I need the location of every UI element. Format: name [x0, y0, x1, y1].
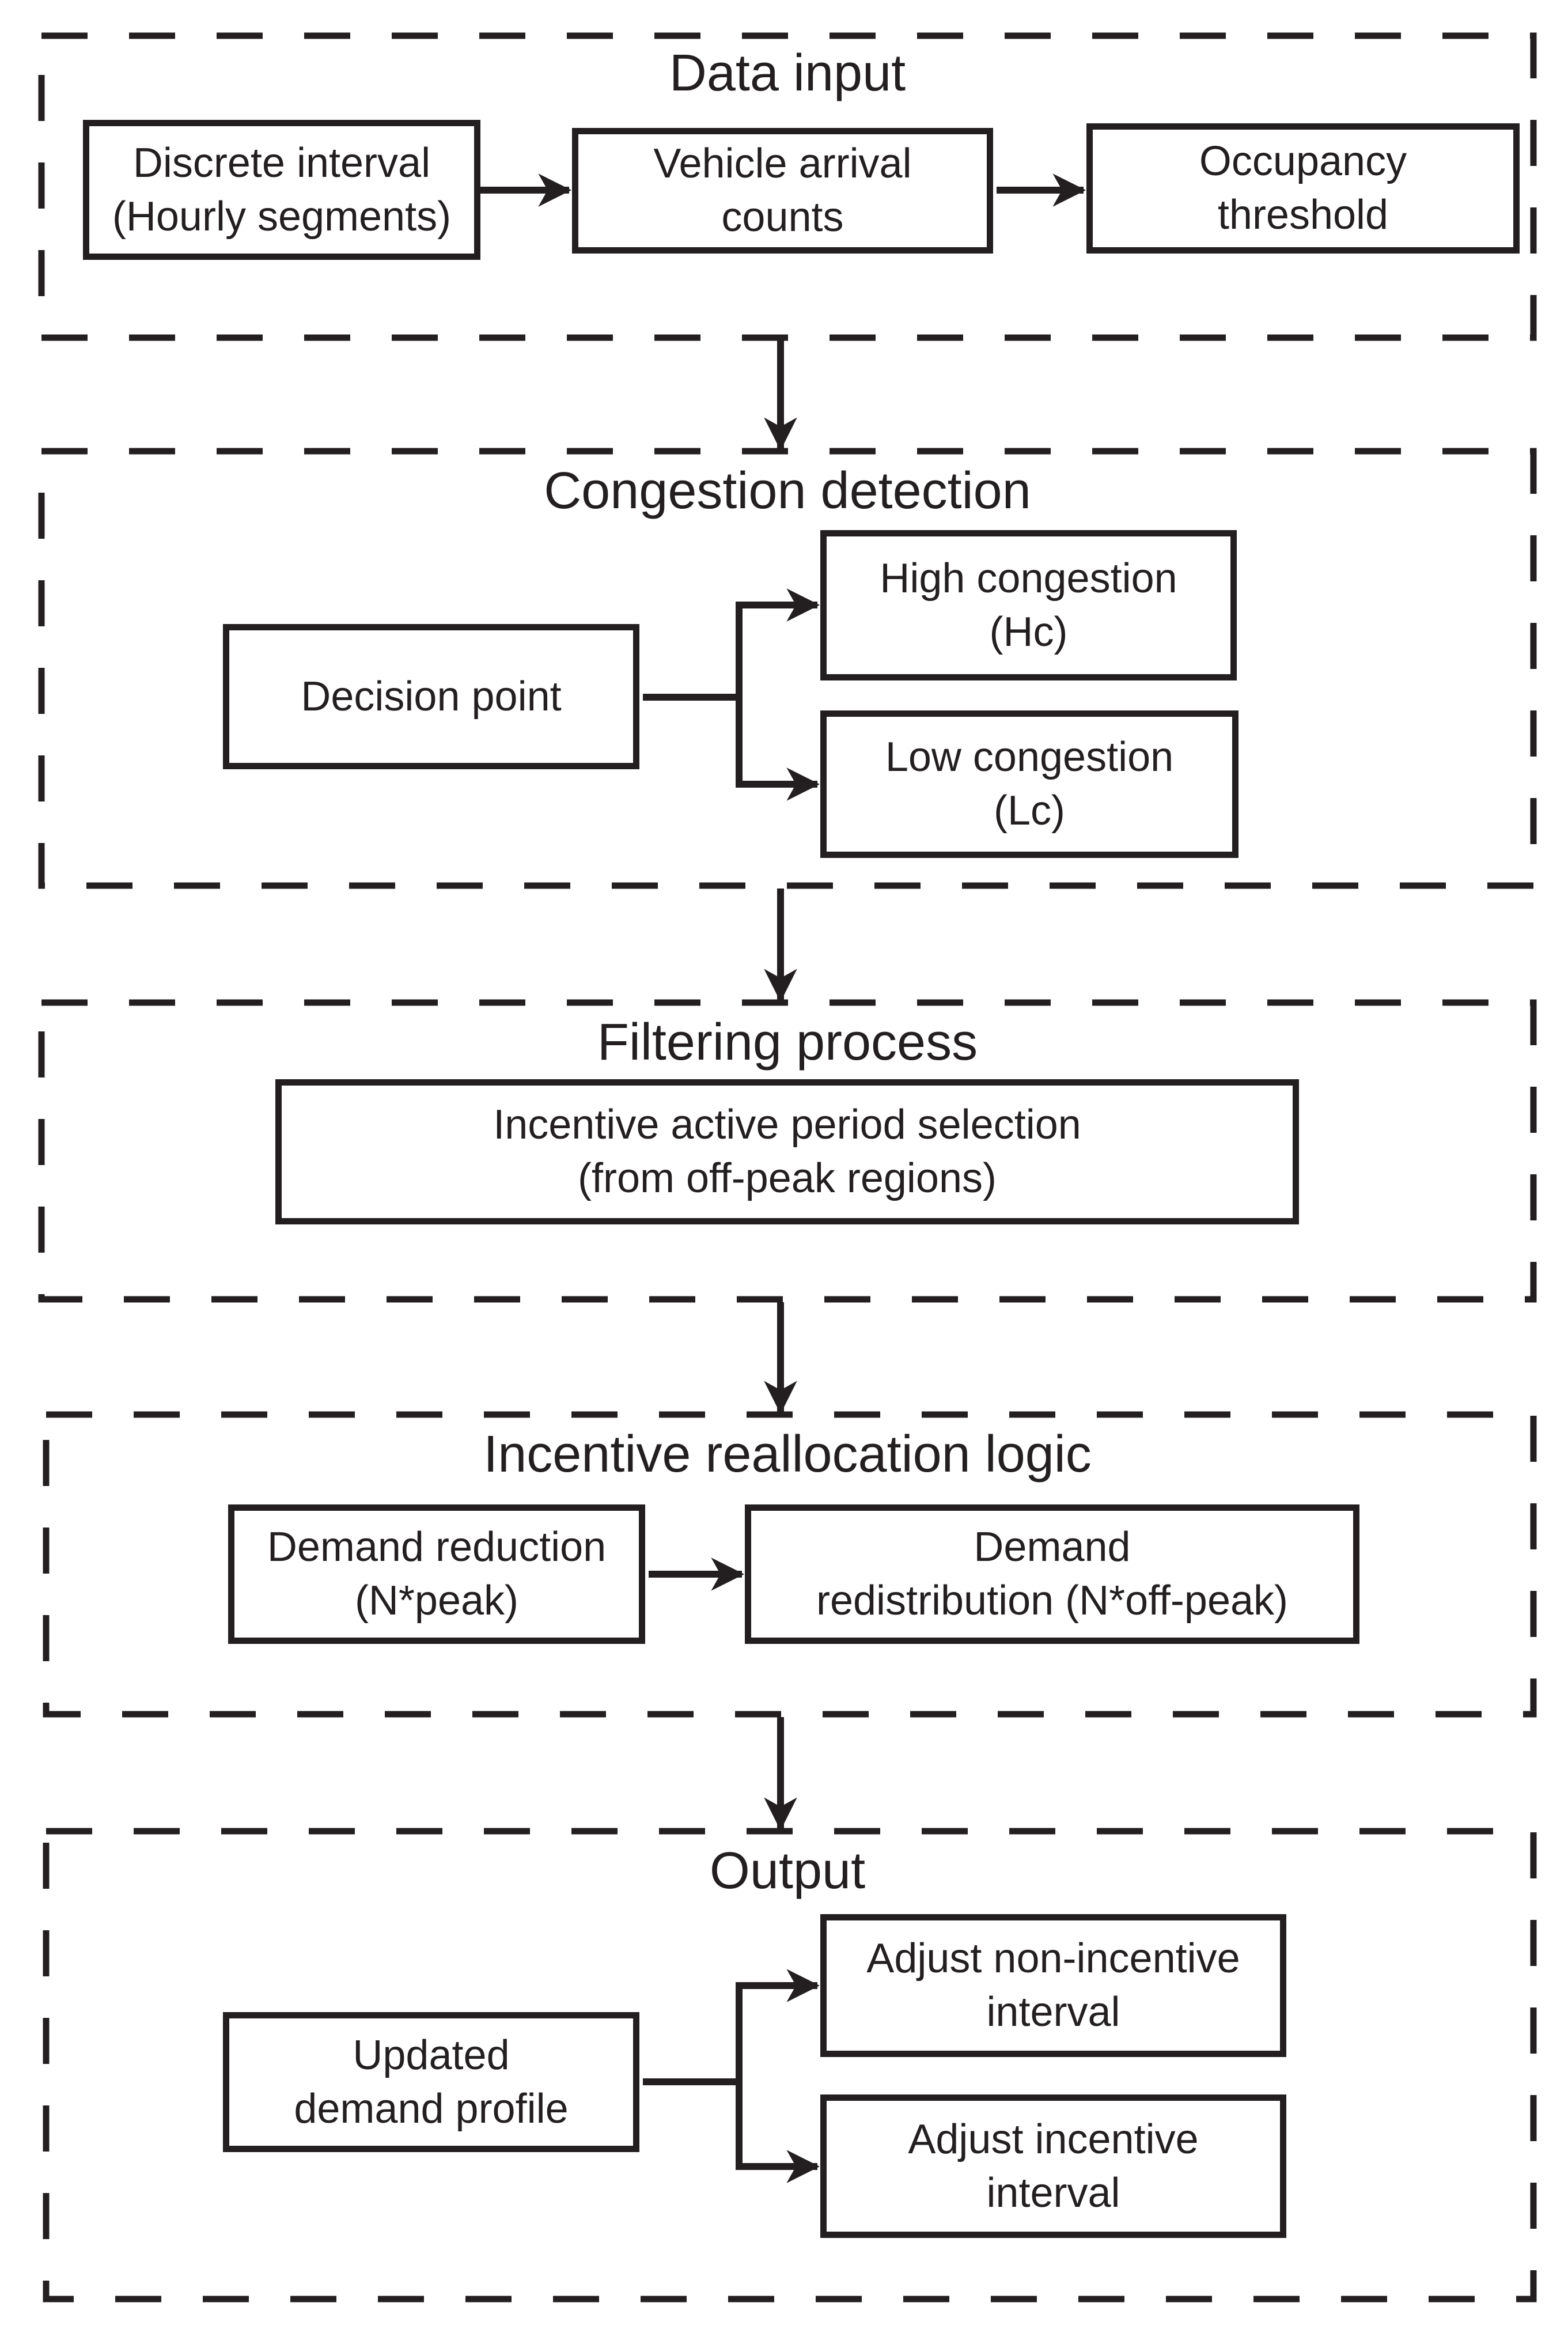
arrow-decision-to-low	[736, 697, 820, 801]
section-title-data-input: Data input	[669, 44, 906, 102]
box-incentive-active-period-selection: Incentive active period selection (from …	[275, 1079, 1299, 1224]
box-text-line: Adjust incentive	[908, 2116, 1199, 2162]
box-text-line: (Lc)	[994, 788, 1065, 834]
box-text-line: interval	[986, 2169, 1120, 2216]
arrow-decision-to-high	[736, 588, 820, 697]
section-title-congestion: Congestion detection	[544, 462, 1031, 520]
box-text-line: redistribution (N*off-peak)	[816, 1578, 1289, 1624]
box-text-line: Occupancy	[1199, 138, 1407, 184]
section-title-reallocation: Incentive reallocation logic	[483, 1426, 1092, 1483]
box-text-line: Decision point	[301, 673, 562, 720]
box-updated-demand-profile: Updated demand profile	[223, 2012, 639, 2152]
box-text-line: Discrete interval	[132, 139, 431, 186]
box-text-line: High congestion	[880, 555, 1177, 602]
box-text-line: Vehicle arrival	[653, 141, 912, 187]
section-border-filtering	[38, 999, 1537, 1303]
box-low-congestion: Low congestion (Lc)	[820, 710, 1239, 858]
box-text-line: (Hourly segments)	[112, 193, 452, 240]
section-border-congestion	[38, 448, 1537, 889]
box-demand-reduction: Demand reduction (N*peak)	[228, 1504, 645, 1644]
box-text-line: demand profile	[294, 2085, 569, 2132]
box-vehicle-arrival-counts: Vehicle arrival counts	[572, 128, 993, 254]
box-text-line: (from off-peak regions)	[578, 1155, 997, 1201]
box-occupancy-threshold: Occupancy threshold	[1086, 123, 1520, 254]
box-demand-redistribution: Demand redistribution (N*off-peak)	[745, 1504, 1359, 1644]
box-text-line: (Hc)	[989, 608, 1068, 655]
section-title-output: Output	[709, 1842, 866, 1900]
box-decision-point: Decision point	[223, 624, 639, 769]
box-text-line: Incentive active period selection	[493, 1102, 1081, 1148]
box-text-line: (N*peak)	[354, 1578, 519, 1624]
box-text-line: Low congestion	[885, 734, 1174, 780]
section-border-output	[43, 1828, 1537, 2302]
box-text-line: Demand reduction	[267, 1524, 607, 1570]
arrow-updated-to-non-incentive	[736, 1969, 820, 2082]
box-discrete-interval: Discrete interval (Hourly segments)	[83, 120, 480, 260]
arrow-updated-to-incentive	[736, 2082, 820, 2183]
box-text-line: threshold	[1217, 192, 1389, 238]
box-high-congestion: High congestion (Hc)	[820, 530, 1237, 680]
section-title-filtering: Filtering process	[597, 1014, 978, 1071]
section-border-reallocation	[43, 1411, 1537, 1718]
box-adjust-incentive-interval: Adjust incentive interval	[820, 2094, 1286, 2238]
box-adjust-non-incentive-interval: Adjust non-incentive interval	[820, 1914, 1286, 2057]
box-text-line: counts	[721, 194, 844, 240]
box-text-line: Demand	[974, 1524, 1131, 1570]
box-text-line: Updated	[353, 2032, 510, 2078]
section-border-data-input	[38, 32, 1537, 341]
box-text-line: interval	[986, 1989, 1120, 2035]
box-text-line: Adjust non-incentive	[866, 1935, 1240, 1982]
